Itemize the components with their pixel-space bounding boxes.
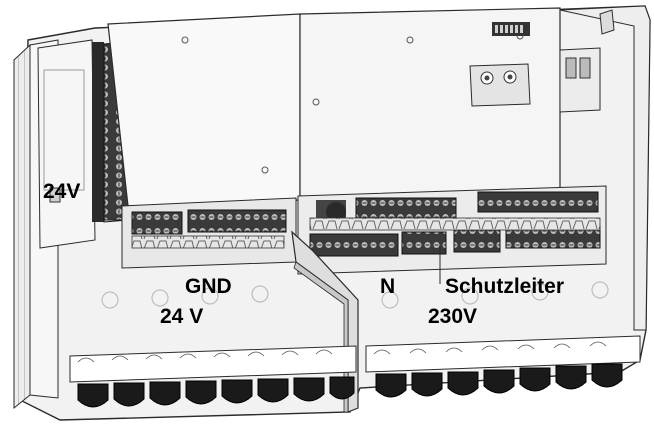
- knockouts: [101, 281, 609, 309]
- cable-glands: [77, 363, 623, 408]
- label-24v-bottom: 24 V: [160, 305, 204, 328]
- label-230v: 230V: [428, 305, 478, 328]
- mains-terminals: [297, 185, 607, 284]
- low-voltage-terminals: [121, 197, 297, 269]
- label-gnd: GND: [185, 275, 232, 298]
- label-neutral: N: [380, 275, 396, 298]
- strain-reliefs: [69, 335, 641, 383]
- label-24v-left: 24V: [43, 180, 81, 203]
- left-compartment: [37, 39, 96, 249]
- pcb-module: [107, 7, 601, 207]
- label-protective-earth: Schutzleiter: [445, 275, 565, 298]
